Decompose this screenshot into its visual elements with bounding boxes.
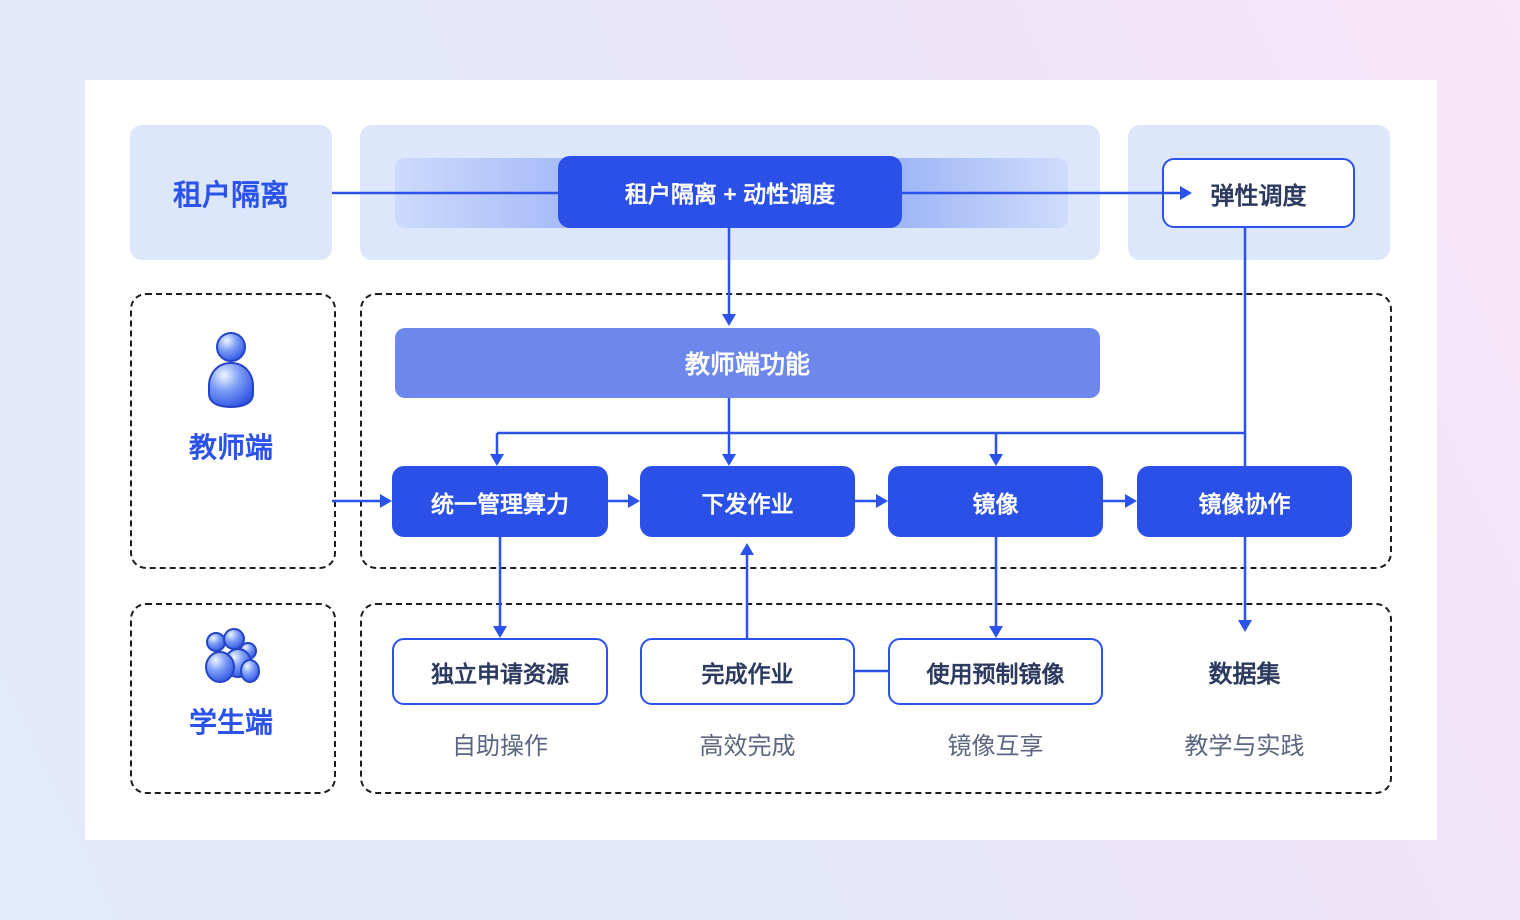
teacher-functions-container <box>360 293 1392 569</box>
student-actor: 学生端 <box>130 625 332 741</box>
self-service-caption: 自助操作 <box>452 732 548 760</box>
image-sharing-caption: 镜像互享 <box>947 732 1044 760</box>
student-functions-container <box>360 603 1392 794</box>
request-resources-box: 独立申请资源 <box>392 638 608 705</box>
arrowheads <box>380 314 1252 638</box>
student-actor-box <box>130 603 336 794</box>
students-group-icon <box>205 628 260 683</box>
teacher-person-icon <box>208 332 254 409</box>
teacher-actor: 教师端 <box>130 330 332 466</box>
manage-compute-button: 统一管理算力 <box>392 466 608 537</box>
finish-homework-box: 完成作业 <box>640 638 855 705</box>
elastic-arrowhead <box>1180 186 1192 200</box>
image-collaboration-button: 镜像协作 <box>1137 466 1352 537</box>
teaching-practice-caption: 教学与实践 <box>1184 732 1305 760</box>
image-button: 镜像 <box>888 466 1103 537</box>
tenant-isolation-label: 租户隔离 <box>130 125 332 260</box>
teacher-actor-label: 教师端 <box>188 432 273 463</box>
tenant-dynamic-scheduling-button: 租户隔离 + 动性调度 <box>558 156 902 228</box>
efficient-finish-caption: 高效完成 <box>699 732 796 760</box>
dataset-label: 数据集 <box>1208 661 1281 688</box>
assign-homework-button: 下发作业 <box>640 466 855 537</box>
teacher-actor-box <box>130 293 336 569</box>
student-actor-label: 学生端 <box>188 707 273 738</box>
elastic-scheduling-box: 弹性调度 <box>1162 158 1355 228</box>
use-prebuilt-image-box: 使用预制镜像 <box>888 638 1103 705</box>
teacher-functions-bar: 教师端功能 <box>395 328 1100 398</box>
